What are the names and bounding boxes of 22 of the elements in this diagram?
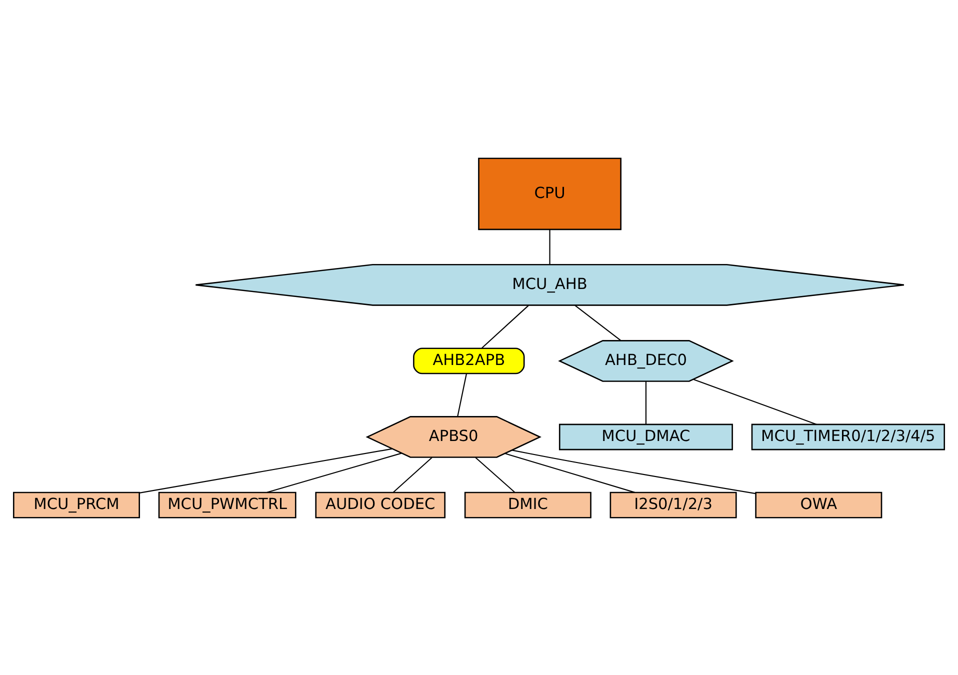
connector [512,449,756,494]
node-box: CPU [478,157,622,230]
node-box: MCU_DMAC [558,423,733,450]
connector [266,452,402,492]
connector [139,448,392,493]
node-box: I2S0/1/2/3 [610,491,737,518]
node-box: AHB2APB [413,347,525,374]
connector [457,372,468,416]
connector [549,229,550,264]
connector [693,378,817,424]
connector [482,304,529,348]
node-box: OWA [755,491,882,518]
connector [504,452,635,492]
connector [393,456,432,492]
node-box: DMIC [464,491,592,518]
node-box: AUDIO CODEC [315,491,446,518]
node-box: MCU_TIMER0/1/2/3/4/5 [751,423,945,450]
node-box: MCU_PRCM [13,491,140,518]
connector [645,380,646,424]
connector [574,304,622,341]
node-box: MCU_PWMCTRL [158,491,296,518]
connector [475,456,515,492]
